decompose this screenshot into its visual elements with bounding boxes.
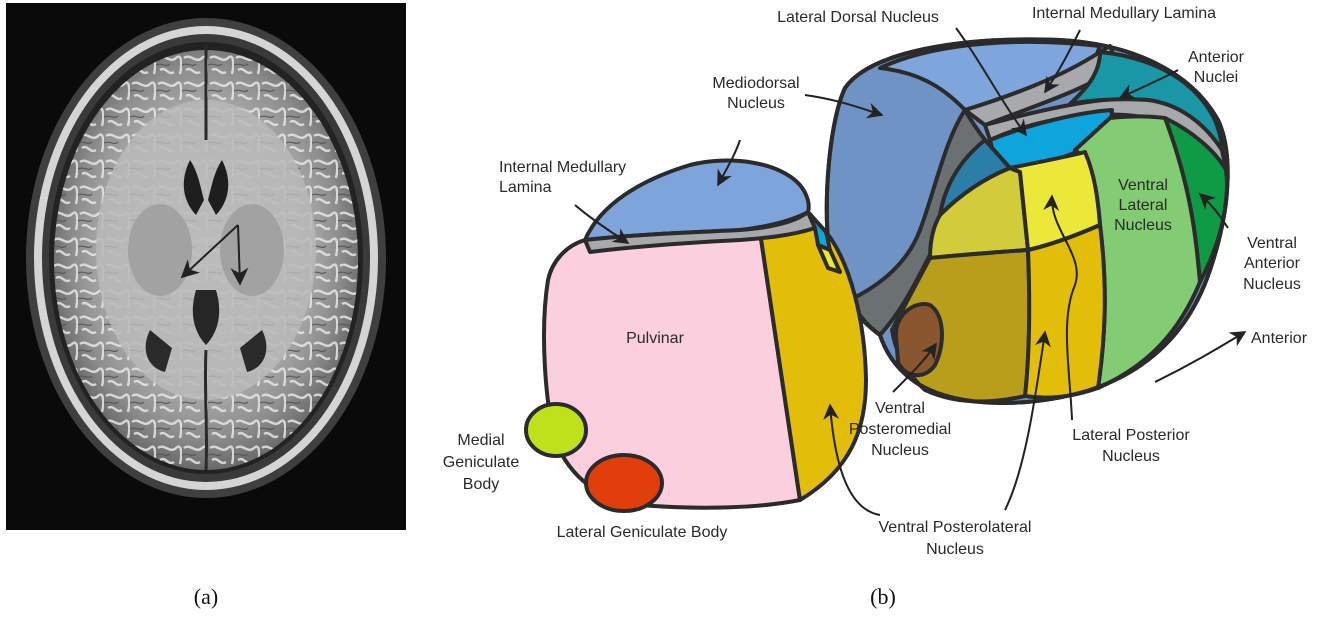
- label-mediodorsal-1: Mediodorsal: [712, 75, 799, 92]
- label-lateral-dorsal: Lateral Dorsal Nucleus: [777, 9, 939, 26]
- label-medial-geniculate-2: Geniculate: [443, 454, 520, 471]
- label-lateral-geniculate: Lateral Geniculate Body: [557, 524, 728, 541]
- vpl-gold: [1025, 225, 1105, 398]
- label-anterior-direction: Anterior: [1251, 330, 1308, 347]
- label-ventral-anterior-2: Anterior: [1244, 255, 1301, 272]
- mri-panel: [6, 3, 406, 530]
- label-ventral-anterior-3: Nucleus: [1243, 276, 1301, 293]
- caption-b: (b): [870, 584, 896, 609]
- label-vpl-1: Ventral Posterolateral: [879, 519, 1032, 536]
- medial-geniculate-body: [526, 404, 586, 456]
- label-vpm-3: Nucleus: [871, 442, 929, 459]
- label-anterior-nuclei-1: Anterior: [1188, 49, 1245, 66]
- label-medial-geniculate-1: Medial: [457, 432, 504, 449]
- label-ventral-lateral-3: Nucleus: [1114, 217, 1172, 234]
- label-lateral-posterior-2: Nucleus: [1102, 448, 1160, 465]
- label-ventral-lateral-1: Ventral: [1118, 177, 1168, 194]
- mri-thalamus-right: [220, 204, 284, 296]
- label-lateral-posterior-1: Lateral Posterior: [1072, 427, 1190, 444]
- caption-a: (a): [194, 584, 218, 609]
- label-vpm-1: Ventral: [875, 400, 925, 417]
- mri-thalamus-left: [128, 204, 192, 296]
- label-im-lamina-top: Internal Medullary Lamina: [1032, 5, 1216, 22]
- label-vpm-2: Posteromedial: [849, 421, 951, 438]
- label-vpl-2: Nucleus: [926, 541, 984, 558]
- label-im-lamina-left-2: Lamina: [499, 179, 552, 196]
- label-ventral-anterior-1: Ventral: [1247, 235, 1297, 252]
- label-pulvinar: Pulvinar: [626, 330, 684, 347]
- label-anterior-nuclei-2: Nuclei: [1194, 69, 1238, 86]
- label-im-lamina-left-1: Internal Medullary: [499, 159, 626, 176]
- label-medial-geniculate-3: Body: [463, 476, 499, 493]
- pulvinar-region: [544, 230, 800, 508]
- label-mediodorsal-2: Nucleus: [727, 95, 785, 112]
- lateral-geniculate-body: [586, 455, 662, 511]
- label-ventral-lateral-2: Lateral: [1119, 197, 1168, 214]
